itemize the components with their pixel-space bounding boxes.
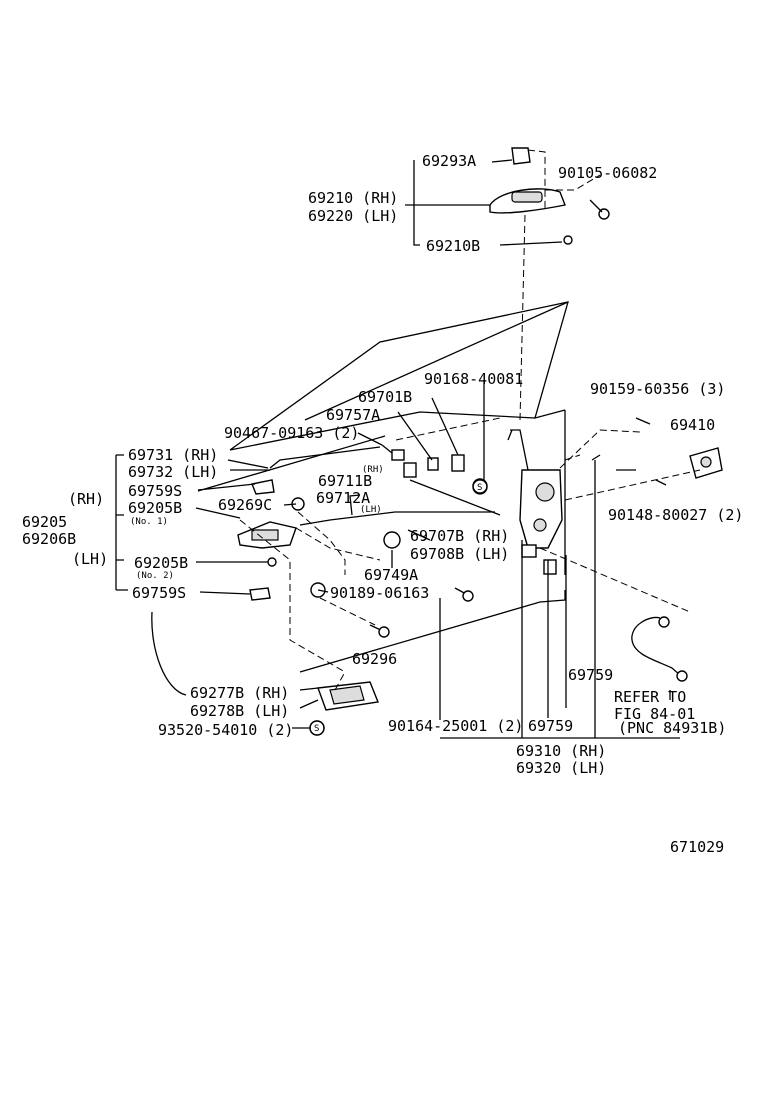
- label-69205B-no2: 69205B: [134, 554, 188, 572]
- label-69205B-no1: 69205B: [128, 499, 182, 517]
- label-69278B-lh: 69278B (LH): [190, 702, 289, 720]
- label-69269C: 69269C: [218, 496, 272, 514]
- label-90168-40081: 90168-40081: [424, 370, 523, 388]
- label-69731-rh: 69731 (RH): [128, 446, 218, 464]
- cable-part: [631, 616, 681, 676]
- door-lock-part: [507, 429, 563, 575]
- label-no1: (No. 1): [130, 517, 168, 527]
- label-69701B: 69701B: [358, 388, 412, 406]
- label-69210B: 69210B: [426, 237, 480, 255]
- label-69210-rh: 69210 (RH): [308, 189, 398, 207]
- label-69206B: 69206B: [22, 530, 76, 548]
- label-69759-b: 69759: [528, 717, 573, 735]
- label-pnc-84931B: (PNC 84931B): [618, 719, 726, 737]
- label-no2: (No. 2): [136, 571, 174, 581]
- inside-handle-part: [309, 681, 379, 736]
- label-69220-lh: 69220 (LH): [308, 207, 398, 225]
- label-93520-54010: 93520-54010 (2): [158, 721, 293, 739]
- label-69320-lh: 69320 (LH): [516, 759, 606, 777]
- label-lh-bracket: (LH): [72, 550, 108, 568]
- label-69707B-rh: 69707B (RH): [410, 527, 509, 545]
- label-90148-80027: 90148-80027 (2): [608, 506, 743, 524]
- label-90189-06163: 90189-06163: [330, 584, 429, 602]
- label-69293A: 69293A: [422, 152, 476, 170]
- label-69712A: 69712A: [316, 489, 370, 507]
- label-69205: 69205: [22, 513, 67, 531]
- figure-number: 671029: [670, 838, 724, 856]
- label-69732-lh: 69732 (LH): [128, 463, 218, 481]
- label-69759S-2: 69759S: [132, 584, 186, 602]
- label-90164-25001: 90164-25001 (2): [388, 717, 523, 735]
- s-symbol-circle-2: [309, 720, 325, 736]
- label-fig-84-01: FIG 84-01: [614, 705, 695, 723]
- label-69310-rh: 69310 (RH): [516, 742, 606, 760]
- door-outline-inner: [304, 301, 569, 421]
- door-outline: [229, 301, 569, 673]
- label-lh-small: (LH): [360, 505, 382, 515]
- label-refer-to: REFER TO: [614, 688, 686, 706]
- label-69277B-rh: 69277B (RH): [190, 684, 289, 702]
- label-90467-09163: 90467-09163 (2): [224, 424, 359, 442]
- s-symbol-circle-1: [472, 479, 488, 495]
- label-69759-a: 69759: [568, 666, 613, 684]
- label-90105-06082: 90105-06082: [558, 164, 657, 182]
- label-69757A: 69757A: [326, 406, 380, 424]
- label-69711B: 69711B: [318, 472, 372, 490]
- s-symbol-1: S: [477, 483, 482, 493]
- label-69708B-lh: 69708B (LH): [410, 545, 509, 563]
- inner-handle-bracket-part: [237, 479, 305, 601]
- label-rh-bracket: (RH): [68, 490, 104, 508]
- label-69759S-1: 69759S: [128, 482, 182, 500]
- label-69296: 69296: [352, 650, 397, 668]
- label-69410: 69410: [670, 416, 715, 434]
- label-rh-small: (RH): [362, 465, 384, 475]
- outside-handle-part: [489, 147, 610, 245]
- label-69749A: 69749A: [364, 566, 418, 584]
- label-90159-60356: 90159-60356 (3): [590, 380, 725, 398]
- s-symbol-2: S: [314, 724, 319, 734]
